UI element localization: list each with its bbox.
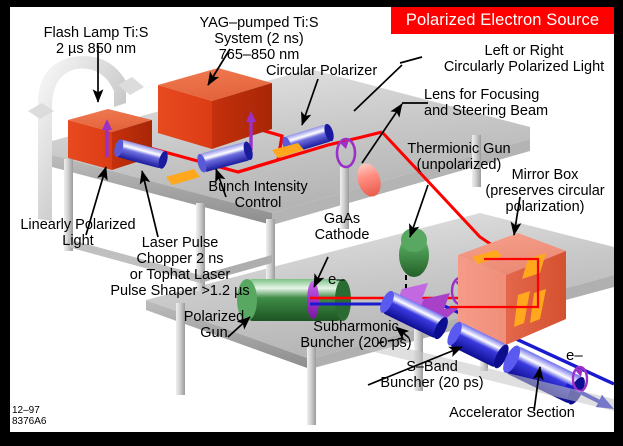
mirror-box [450,233,566,371]
label-mirror-box: Mirror Box (preserves circular polarizat… [485,167,605,215]
label-electron-beam-2: e– [566,347,583,364]
label-polarized-gun: Polarized Gun [183,309,245,341]
label-accelerator-section: Accelerator Section [449,405,575,421]
footer-figure-id: 8376A6 [12,416,47,427]
banner-title: Polarized Electron Source [405,11,600,29]
diagram-canvas: Polarized Electron Source Flash Lamp Ti:… [10,7,614,432]
label-bunch-intensity: Bunch Intensity Control [208,179,308,211]
leader-lines [85,45,544,412]
subharmonic-buncher [380,290,448,340]
label-flash-lamp: Flash Lamp Ti:S 2 µs 850 nm [43,25,149,57]
label-subharmonic-buncher: Subharmonic Buncher (200 ps) [300,319,412,351]
footer-date: 12–97 [12,405,40,416]
turning-mirror-2 [272,143,304,158]
focusing-lens [357,163,381,197]
label-lens-focusing: Lens for Focusing and Steering Beam [424,87,549,119]
support-arch [28,56,144,221]
polarized-gun [237,279,351,321]
thermionic-gun [399,228,429,277]
label-sband-buncher: S–Band Buncher (20 ps) [380,359,484,391]
label-left-or-right: Left or Right Circularly Polarized Light [443,43,605,75]
label-electron-beam-1: e– [328,271,345,288]
sband-buncher [447,321,509,369]
optic-bunch-intensity [197,141,253,173]
optic-chopper-1 [114,139,168,169]
label-laser-pulse-chopper: Laser Pulse Chopper 2 ns or Tophat Laser… [110,235,250,299]
label-gaas-cathode: GaAs Cathode [314,211,370,243]
accelerator-platform [360,337,614,411]
label-linearly-polarized: Linearly Polarized Light [20,217,136,249]
circular-polarization-symbol-1 [335,137,357,169]
polarization-arrows [102,111,256,157]
label-circular-polarizer: Circular Polarizer [266,63,378,79]
title-banner: Polarized Electron Source [391,7,614,34]
turning-mirror-1 [166,169,200,185]
diagram-artwork [28,45,614,425]
label-yag-system: YAG–pumped Ti:S System (2 ns) 765–850 nm [199,15,319,63]
yag-laser-box [158,68,272,149]
bending-magnet [396,283,460,327]
label-thermionic-gun: Thermionic Gun (unpolarized) [407,141,511,173]
